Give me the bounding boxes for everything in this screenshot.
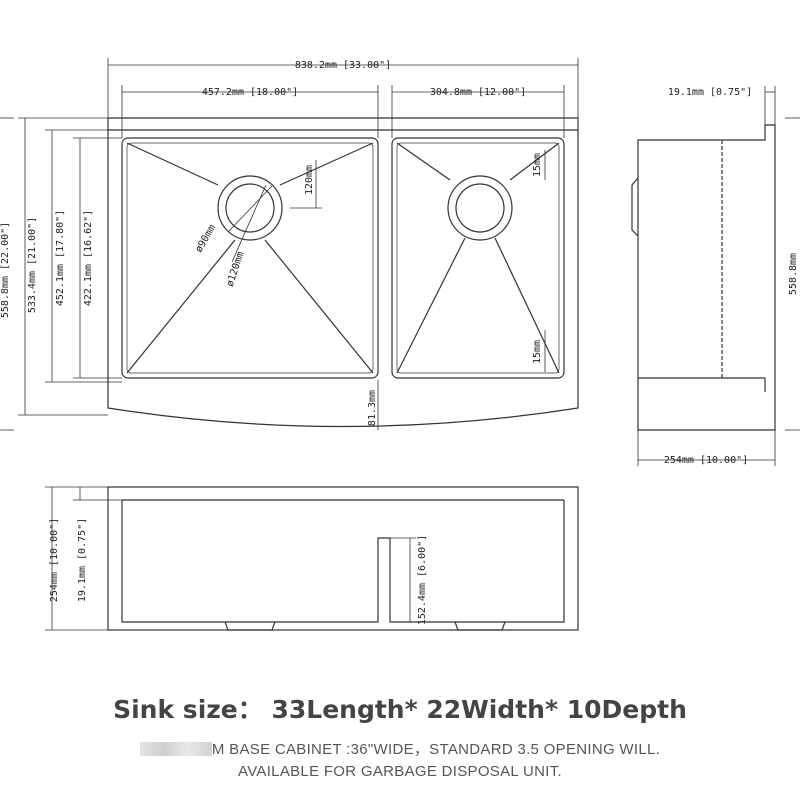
dim-drain-large: ø120mm (225, 250, 247, 288)
dim-depth-outer: 558.8mm [22.00"] (0, 222, 11, 318)
left-drain-flange (224, 621, 276, 631)
dim-corner-top: 15mm (532, 153, 543, 177)
dim-side-depth: 254mm [10.00"] (664, 455, 748, 466)
right-drain-inner (455, 183, 505, 233)
dimension-labels: 838.2mm [33.00"] 457.2mm [18.00"] 304.8m… (0, 60, 799, 625)
dim-right-bowl: 304.8mm [12.00"] (430, 87, 526, 98)
dim-corner-bottom: 15mm (532, 340, 543, 364)
dim-front-depth: 254mm [10.00"] (49, 518, 60, 602)
caption-line-1-text: M BASE CABINET :36"WIDE，STANDARD 3.5 OPE… (211, 741, 661, 758)
sink-technical-drawing: 838.2mm [33.00"] 457.2mm [18.00"] 304.8m… (0, 58, 800, 631)
dim-overall-width: 838.2mm [33.00"] (295, 60, 391, 71)
caption-line-1: M BASE CABINET :36"WIDE，STANDARD 3.5 OPE… (0, 738, 800, 759)
right-drain-outer (447, 175, 513, 241)
dim-side-height: 558.8mm (788, 253, 799, 295)
dim-apron-curve: 81.3mm (367, 390, 378, 426)
blurred-text (139, 742, 212, 756)
front-view (107, 486, 579, 631)
dim-divider-height: 152.4mm [6.00"] (417, 535, 428, 625)
side-profile (637, 124, 776, 431)
dim-depth-inner: 422.1mm [16.62"] (83, 210, 94, 306)
left-drain-inner (225, 183, 275, 233)
top-view (107, 117, 579, 428)
sink-outline (107, 117, 579, 428)
dim-drain-offset: 120mm (304, 165, 315, 195)
dim-depth-total: 533.4mm [21.00"] (27, 217, 38, 313)
sink-size-caption: Sink size： 33Length* 22Width* 10Depth (113, 695, 687, 724)
dim-depth-bowl: 452.1mm [17.80"] (55, 210, 66, 306)
right-bowl (391, 137, 565, 379)
front-body (107, 486, 579, 631)
dim-drain-small: ø90mm (194, 223, 219, 255)
left-drain-outer (217, 175, 283, 241)
right-drain-flange (454, 621, 506, 631)
dim-left-bowl: 457.2mm [18.00"] (202, 87, 298, 98)
left-bowl (121, 137, 379, 379)
side-view (631, 124, 776, 431)
caption-line-2: AVAILABLE FOR GARBAGE DISPOSAL UNIT. (238, 763, 562, 780)
dim-side-lip: 19.1mm [0.75"] (668, 87, 752, 98)
dim-front-lip: 19.1mm [0.75"] (77, 518, 88, 602)
